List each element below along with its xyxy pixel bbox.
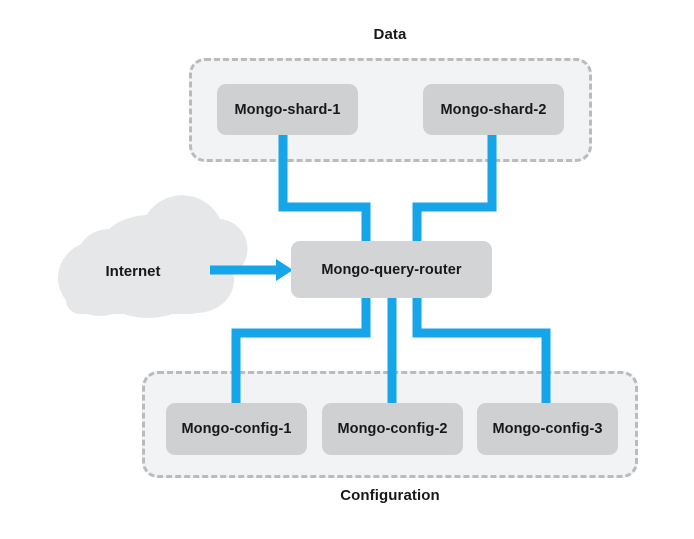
node-mongo-shard-2[interactable]: Mongo-shard-2 bbox=[423, 84, 564, 135]
node-label: Mongo-config-1 bbox=[181, 421, 292, 437]
node-label: Mongo-shard-1 bbox=[234, 101, 341, 118]
node-mongo-query-router[interactable]: Mongo-query-router bbox=[291, 241, 492, 298]
node-mongo-config-3[interactable]: Mongo-config-3 bbox=[477, 403, 618, 455]
node-label: Mongo-query-router bbox=[321, 261, 462, 278]
group-label-data: Data bbox=[373, 26, 407, 43]
node-label: Mongo-config-2 bbox=[337, 421, 448, 437]
wire-internet-to-router bbox=[210, 259, 293, 281]
group-label-configuration: Configuration bbox=[340, 487, 440, 504]
node-mongo-config-2[interactable]: Mongo-config-2 bbox=[322, 403, 463, 455]
internet-cloud-shape bbox=[58, 195, 248, 318]
internet-label: Internet bbox=[105, 263, 161, 280]
node-label: Mongo-config-3 bbox=[492, 421, 603, 437]
node-label: Mongo-shard-2 bbox=[440, 101, 547, 118]
node-mongo-config-1[interactable]: Mongo-config-1 bbox=[166, 403, 307, 455]
node-mongo-shard-1[interactable]: Mongo-shard-1 bbox=[217, 84, 358, 135]
